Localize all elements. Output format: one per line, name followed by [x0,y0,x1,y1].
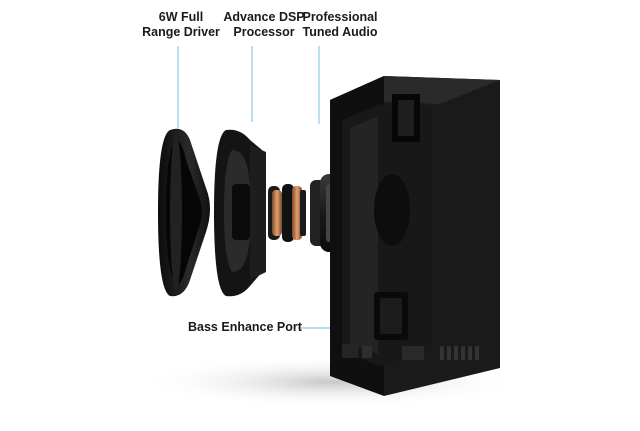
callout-tuned-audio-line2: Tuned Audio [302,25,378,39]
callout-full-range-driver-line1: 6W Full [158,10,204,24]
driver-basket [214,129,266,297]
driver-cone [158,128,210,297]
callout-full-range-driver-line2: Range Driver [142,25,220,39]
callout-full-range-driver: 6W Full Range Driver [138,10,224,40]
callout-dsp-processor-line1: Advance DSP [223,10,305,24]
callout-dsp-processor: Advance DSP Processor [218,10,310,40]
speaker-housing [330,76,500,396]
callout-tuned-audio-line1: Professional [302,10,378,24]
callout-dsp-processor-line2: Processor [233,25,295,39]
callout-bass-enhance-port: Bass Enhance Port [188,320,302,334]
callout-tuned-audio: Professional Tuned Audio [296,10,384,40]
dsp-processor-coil [268,184,306,242]
